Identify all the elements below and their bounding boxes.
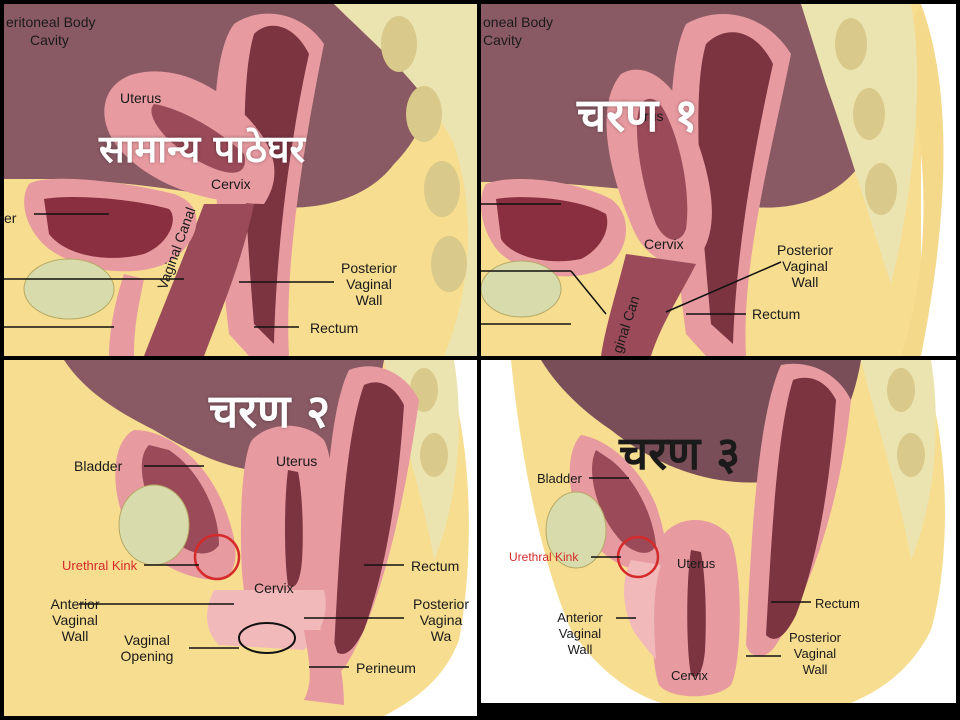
stage3-anatomy-illustration: [481, 360, 956, 703]
label-posterior-vaginal-wall: Posterior Vaginal Wall: [334, 260, 404, 308]
label-posterior-vaginal-wall: Posterior Vaginal Wall: [765, 242, 845, 290]
label-uterus-partial: rus: [644, 108, 664, 124]
label-posterior-vaginal-wall: Posterior Vagina Wa: [406, 596, 476, 644]
panel-stage-3: Bladder Urethral Kink Uterus Rectum Ante…: [481, 360, 956, 703]
label-urethral-kink: Urethral Kink: [62, 558, 138, 573]
label-posterior-line3: Wall: [791, 274, 819, 290]
label-urethral-kink: Urethral Kink: [509, 550, 579, 564]
label-anterior-line1: Anterior: [50, 596, 100, 612]
label-anterior-line2: Vaginal: [558, 626, 602, 641]
label-opening-line1: Vaginal: [124, 632, 170, 648]
label-anterior-line3: Wall: [567, 642, 593, 657]
label-anterior-line3: Wall: [61, 628, 89, 644]
label-rectum: Rectum: [752, 306, 801, 322]
label-anterior-line1: Anterior: [557, 610, 603, 625]
stage2-anatomy-illustration: [4, 360, 477, 716]
label-peritoneal-body: eritoneal Body: [6, 14, 96, 30]
label-uterus: Uterus: [120, 90, 162, 106]
panel-title-stage-2: चरण २: [209, 384, 331, 438]
label-posterior-line2: Vagina: [419, 612, 463, 628]
label-posterior-line2: Vaginal: [782, 258, 828, 274]
label-rectum: Rectum: [411, 558, 460, 574]
normal-anatomy-illustration: [4, 4, 477, 356]
label-bladder: Bladder: [74, 458, 123, 474]
label-rectum: Rectum: [310, 320, 359, 336]
label-perineum: Perineum: [356, 660, 416, 676]
label-anterior-vaginal-wall: Anterior Vaginal Wall: [547, 610, 613, 658]
label-posterior-line3: Wa: [430, 628, 452, 644]
panel-title-stage-1: चरण १: [577, 88, 699, 142]
label-opening-line2: Opening: [120, 648, 174, 664]
label-cavity: Cavity: [30, 32, 69, 48]
label-posterior-line1: Posterior: [788, 630, 842, 645]
label-cavity: Cavity: [483, 32, 522, 48]
label-rectum: Rectum: [815, 596, 860, 611]
label-posterior-line1: Posterior: [412, 596, 470, 612]
label-posterior-line1: Posterior: [340, 260, 398, 276]
panel-title-normal: सामान्य पाठेघर: [99, 127, 306, 171]
label-bladder-partial: er: [4, 210, 17, 226]
label-bladder: Bladder: [537, 471, 582, 486]
label-posterior-vaginal-wall: Posterior Vaginal Wall: [779, 630, 851, 678]
label-posterior-line2: Vaginal: [793, 646, 837, 661]
panel-stage-1: oneal Body Cavity rus Cervix ginal Can P…: [481, 4, 956, 356]
label-cervix: Cervix: [254, 580, 294, 596]
label-anterior-vaginal-wall: Anterior Vaginal Wall: [40, 596, 110, 644]
panel-stage-2: Bladder Uterus Urethral Kink Cervix Rect…: [4, 360, 477, 716]
stage1-anatomy-illustration: [481, 4, 956, 356]
panel-title-stage-3: चरण ३: [619, 426, 741, 480]
panel-normal-uterus: eritoneal Body Cavity Uterus Cervix er V…: [4, 4, 477, 356]
label-cervix: Cervix: [644, 236, 684, 252]
label-uterus: Uterus: [677, 556, 716, 571]
label-uterus: Uterus: [276, 453, 318, 469]
label-vaginal-opening: Vaginal Opening: [112, 632, 182, 664]
label-cervix: Cervix: [671, 668, 708, 683]
label-posterior-line3: Wall: [802, 662, 828, 677]
label-cervix: Cervix: [211, 176, 251, 192]
label-posterior-line3: Wall: [355, 292, 383, 308]
label-posterior-line1: Posterior: [776, 242, 834, 258]
label-posterior-line2: Vaginal: [346, 276, 392, 292]
label-anterior-line2: Vaginal: [52, 612, 98, 628]
label-peritoneal-body: oneal Body: [483, 14, 554, 30]
